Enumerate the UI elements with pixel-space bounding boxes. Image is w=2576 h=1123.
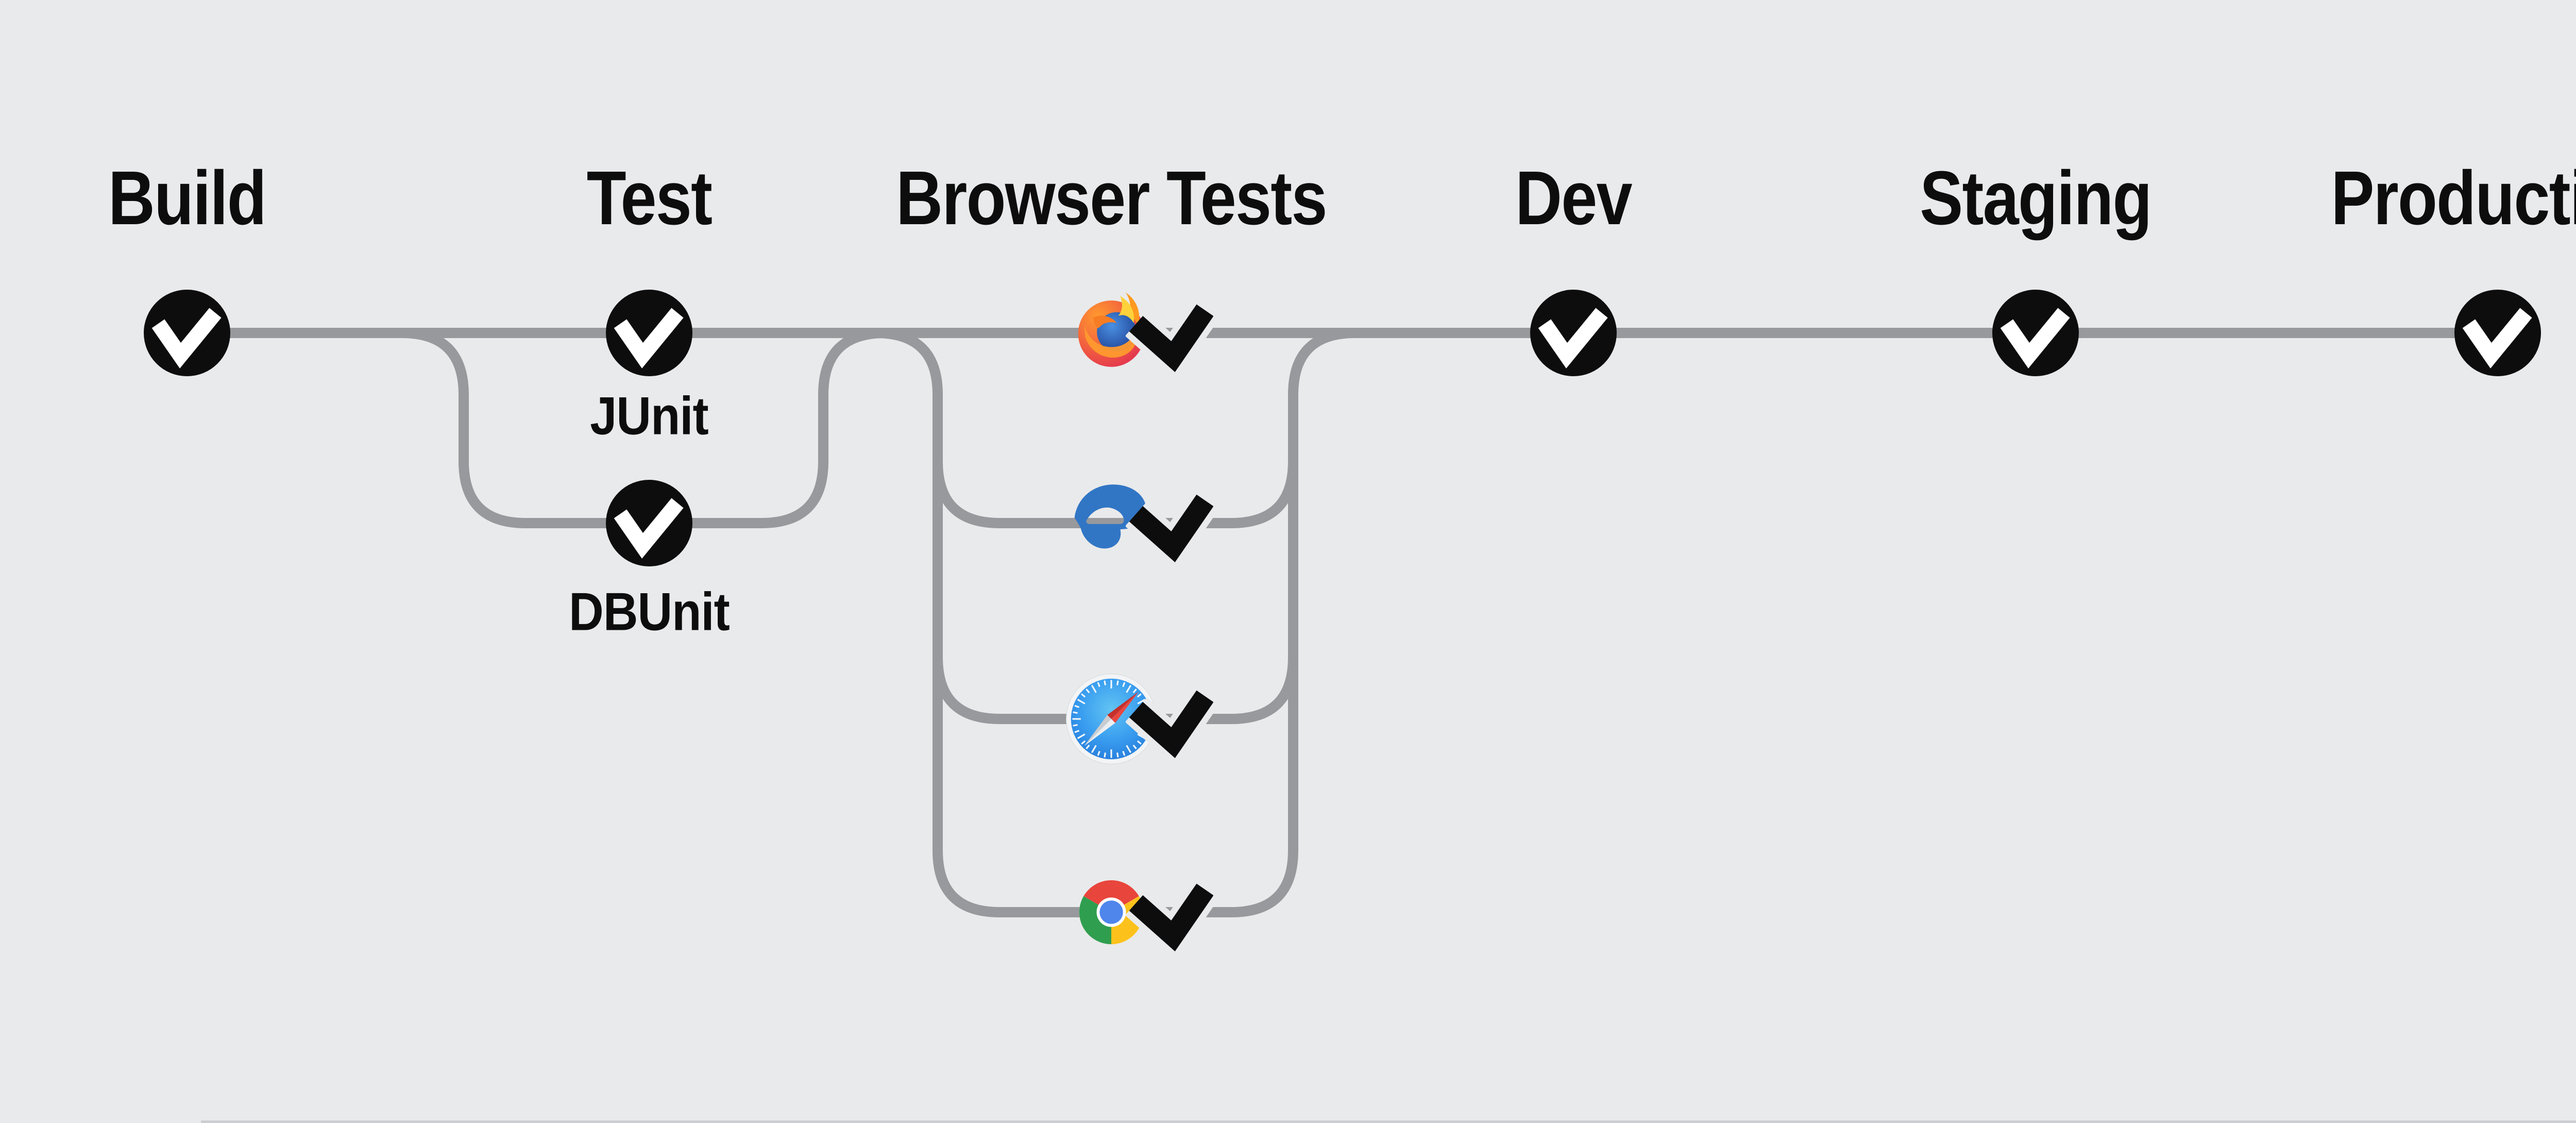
edge-check-icon <box>1126 491 1213 565</box>
production-passed-check-icon <box>2454 290 2541 376</box>
browser-trunk-left-and-chrome-lane <box>875 328 1355 917</box>
stage-label-dev: Dev <box>1515 156 1632 241</box>
junit-passed-check-icon <box>606 290 692 376</box>
edge-lane-line <box>933 461 1298 528</box>
dbunit-passed-check-icon <box>606 480 692 566</box>
safari-icon <box>1066 674 1157 764</box>
chrome-check-icon <box>1126 880 1213 954</box>
safari-ticks <box>1072 680 1150 758</box>
dev-passed-check-icon <box>1530 290 1617 376</box>
firefox-icon <box>1078 292 1145 367</box>
chrome-icon <box>1079 880 1144 945</box>
bottom-edge-line <box>201 1120 2576 1123</box>
stage-label-production: Production <box>2331 156 2576 241</box>
stage-label-browser-tests: Browser Tests <box>896 156 1327 241</box>
build-passed-check-icon <box>144 290 230 376</box>
stage-label-test: Test <box>586 156 713 241</box>
safari-check-icon <box>1126 686 1213 761</box>
stage-label-staging: Staging <box>1920 156 2152 241</box>
job-label-dbunit: DBUnit <box>569 582 730 642</box>
staging-passed-check-icon <box>1992 290 2079 376</box>
edge-icon <box>1074 484 1146 549</box>
job-label-junit: JUnit <box>590 386 708 446</box>
stage-label-build: Build <box>108 156 267 241</box>
firefox-check-icon <box>1126 300 1213 375</box>
